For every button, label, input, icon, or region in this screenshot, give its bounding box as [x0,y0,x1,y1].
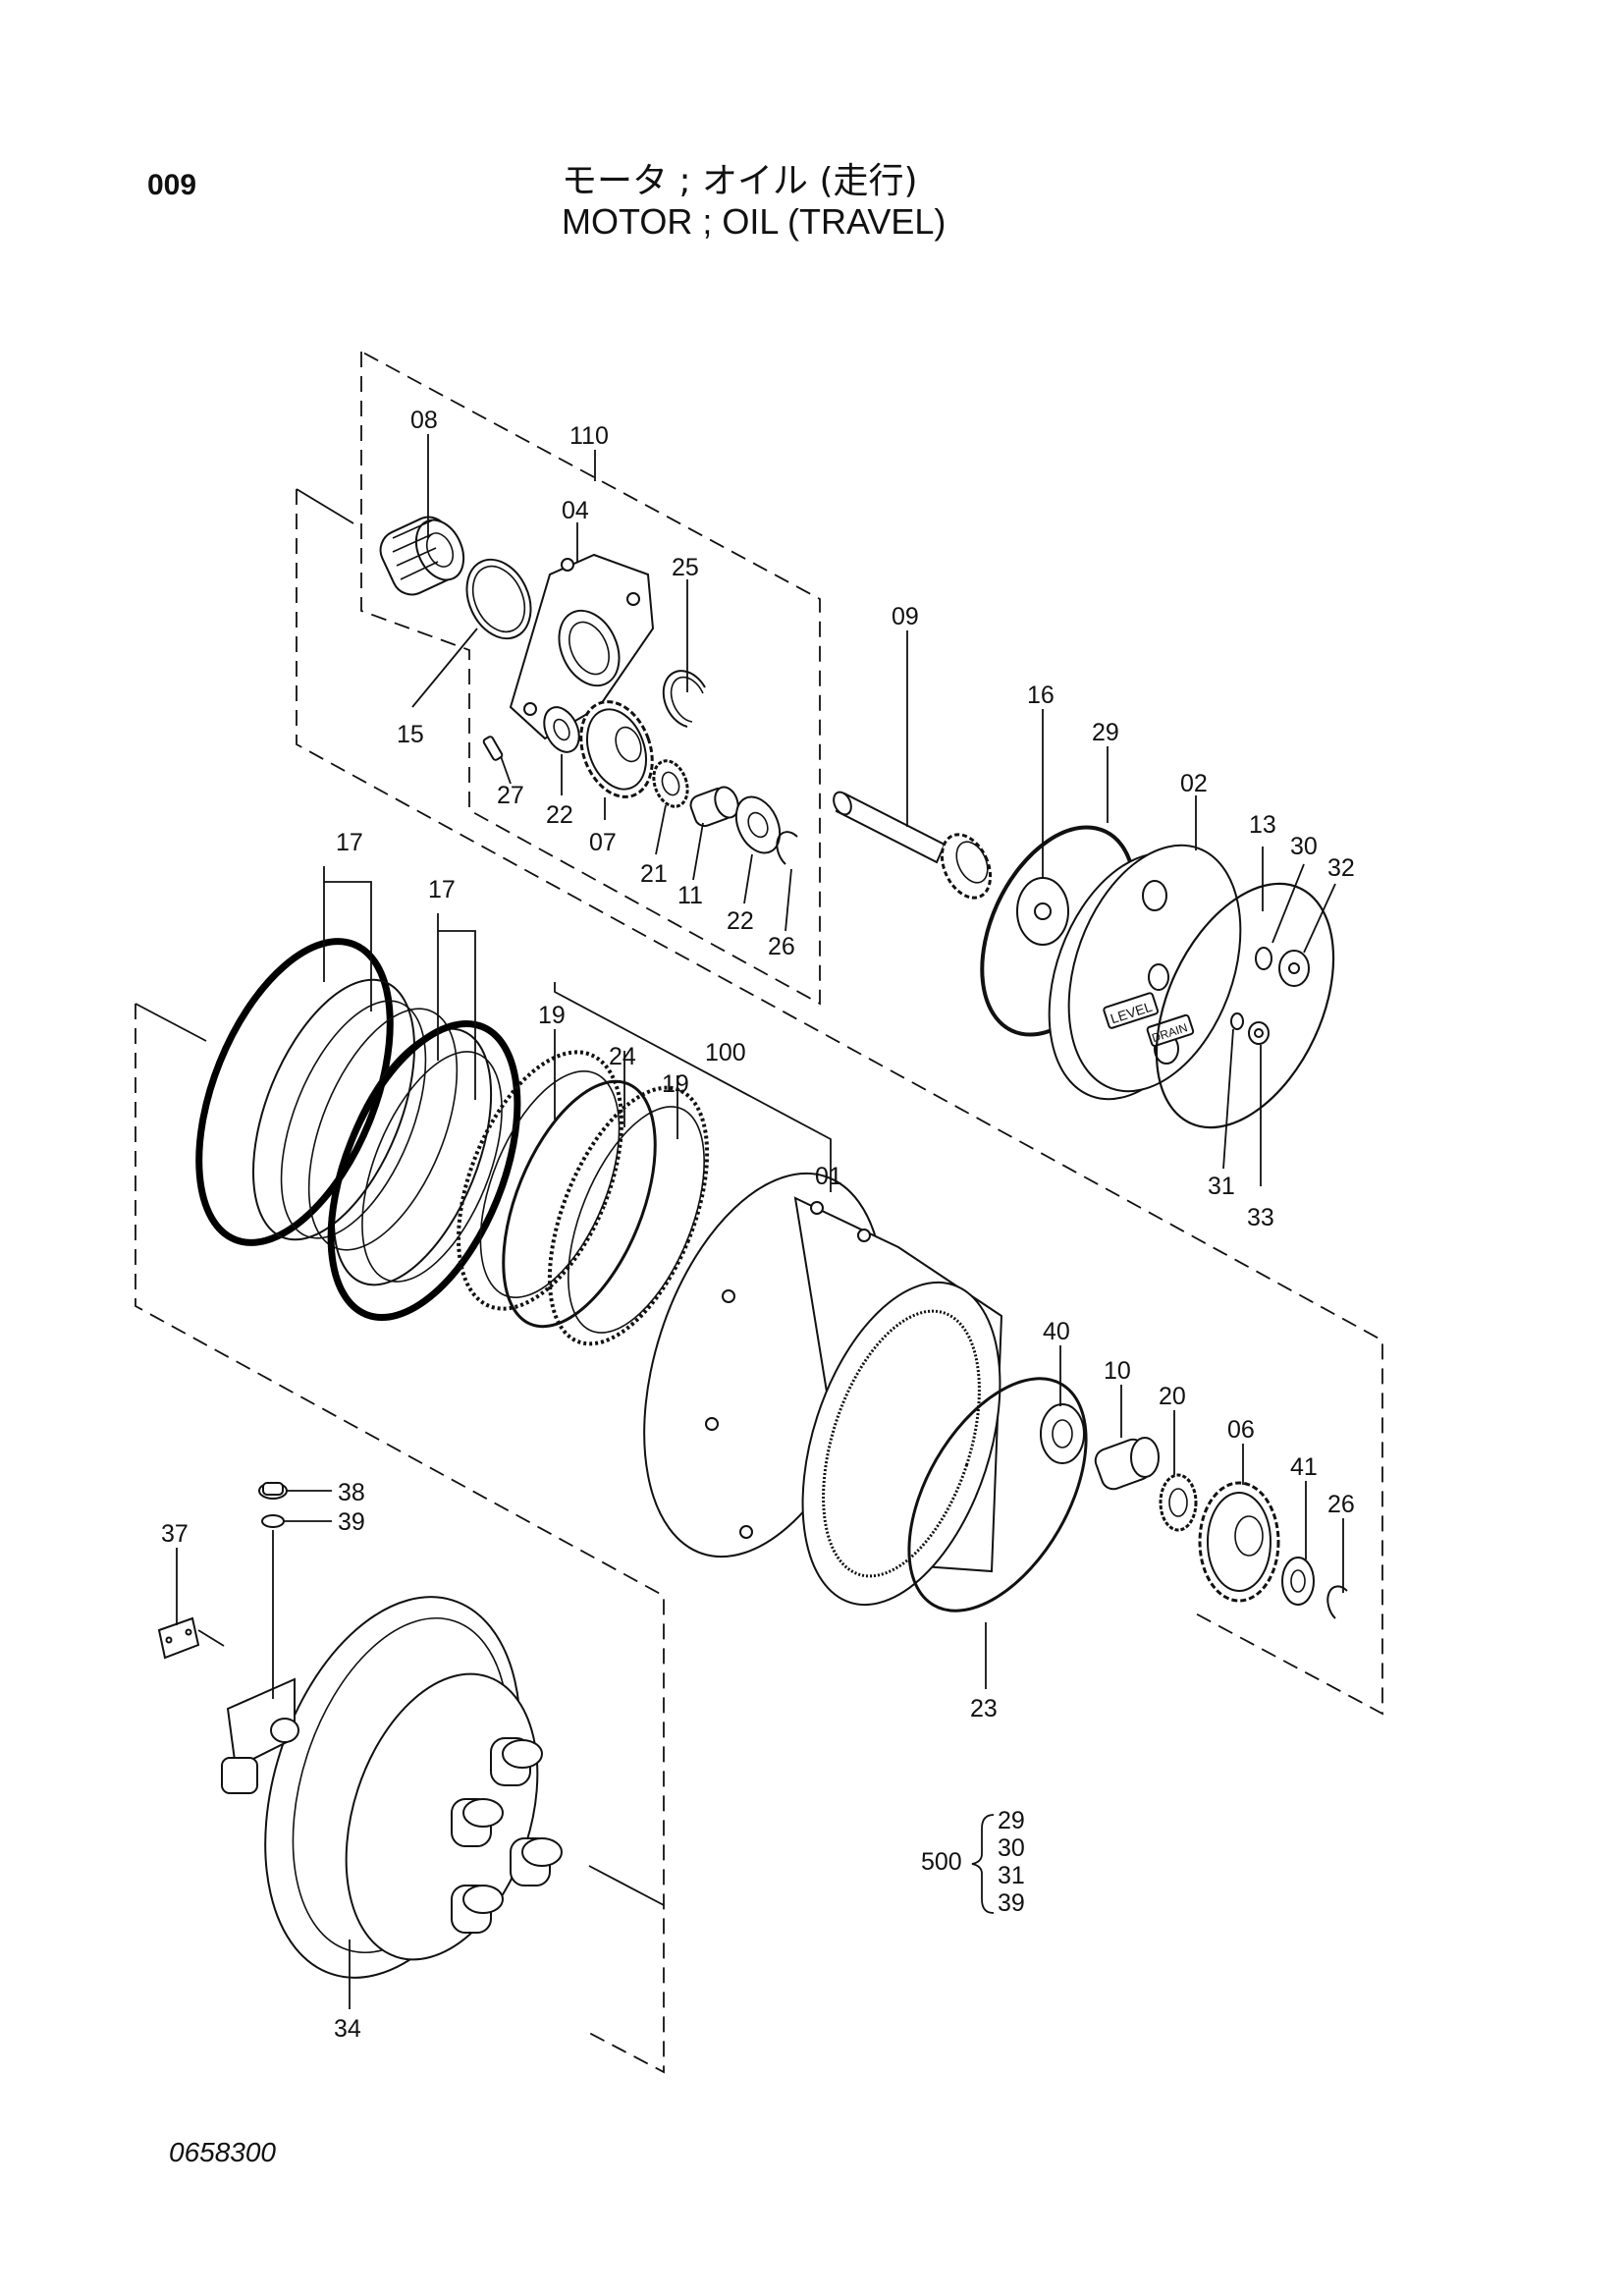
part-27-pin [482,736,504,761]
part-21-needle-bearing [652,759,689,808]
part-33-plug [1248,1021,1270,1045]
callout-22b: 22 [727,907,754,935]
drawing-code: 0658300 [169,2137,277,2167]
part-37-nameplate [157,1616,200,1660]
part-07-gear [579,700,654,798]
callout-06: 06 [1227,1416,1255,1444]
callout-02: 02 [1180,770,1208,797]
part-32-plug [1278,950,1310,987]
kit-number: 500 [921,1848,962,1876]
title-japanese: モータ ; オイル (走行) [562,161,918,201]
part-10-bushing [1094,1437,1160,1491]
callout-40: 40 [1043,1318,1070,1345]
callout-01: 01 [815,1163,842,1190]
title-english: MOTOR ; OIL (TRAVEL) [562,201,947,242]
part-24-retaining-ring [502,1079,657,1329]
callout-26a: 26 [768,933,795,960]
callout-38: 38 [338,1479,365,1506]
callout-41: 41 [1290,1453,1318,1481]
kit-item-4: 39 [998,1889,1025,1917]
part-06-gear [1198,1481,1280,1603]
callout-08: 08 [410,407,438,434]
part-11-bushing [689,786,739,828]
callout-19a: 19 [538,1002,566,1029]
part-09-shaft [833,791,993,900]
part-30-o-ring [1255,947,1272,970]
callout-25: 25 [672,554,699,581]
callout-19b: 19 [662,1070,689,1098]
callout-04: 04 [562,497,589,524]
callout-21: 21 [640,860,668,888]
part-23-snap-ring [907,1377,1088,1613]
part-40-thrust-washer [1040,1403,1085,1464]
kit-item-3: 31 [998,1862,1025,1889]
callout-20: 20 [1159,1383,1186,1410]
callout-31: 31 [1208,1173,1235,1200]
part-22-washer-a [543,706,580,753]
part-19-bearing-a [457,1050,623,1311]
part-19-bearing-b [547,1085,710,1346]
callout-32: 32 [1327,854,1355,882]
leader-lines [176,434,1344,2009]
motor-ports [451,1737,563,1934]
kit-item-2: 30 [998,1834,1025,1862]
group-outline-110 [360,351,821,1006]
part-31-o-ring [1230,1012,1244,1030]
part-17-floating-seal-a [195,938,459,1251]
callout-22a: 22 [546,801,573,829]
callout-labels: 08 110 04 25 09 15 27 22 07 21 11 22 26 … [161,407,1355,2043]
callout-23: 23 [970,1695,998,1722]
part-17-floating-seal-b [327,1019,521,1322]
callout-13: 13 [1249,811,1276,839]
callout-11: 11 [677,882,703,909]
part-08-spline-gear [379,516,465,596]
part-38-plug [258,1482,288,1500]
callout-34: 34 [334,2015,361,2043]
callout-17a: 17 [336,829,363,856]
part-41-washer [1281,1557,1315,1606]
page-number: 009 [147,169,197,201]
callout-17b: 17 [428,876,456,903]
part-13-gasket [1155,882,1335,1129]
part-16-plug [1016,877,1069,946]
callout-33: 33 [1247,1204,1274,1231]
part-20-needle-bearing [1159,1473,1198,1532]
callout-39: 39 [338,1508,365,1536]
part-01-housing [643,1172,1003,1607]
part-02-cover: LEVEL DRAIN [1048,844,1242,1101]
part-22-washer-b [734,795,782,854]
callout-10: 10 [1104,1357,1131,1385]
callout-30: 30 [1290,833,1318,860]
part-26-snap-ring-a [776,831,798,865]
part-25-snap-ring [662,670,706,728]
part-34-travel-motor [221,1596,563,1979]
group-outline-left [135,1003,665,2074]
callout-100: 100 [705,1039,746,1066]
part-15-o-ring [465,558,532,640]
callout-29: 29 [1092,719,1119,746]
callout-07: 07 [589,829,617,856]
callout-16: 16 [1027,682,1055,709]
callout-24: 24 [609,1043,636,1070]
part-04-flange-plate [509,553,655,740]
callout-37: 37 [161,1520,189,1548]
callout-110: 110 [569,422,609,450]
callout-27: 27 [497,782,524,809]
part-39-o-ring [261,1514,285,1528]
kit-item-1: 29 [998,1807,1025,1834]
callout-26b: 26 [1327,1491,1355,1518]
kit-500-callout: 500 29 30 31 39 [921,1807,1025,1917]
callout-15: 15 [397,721,424,748]
part-26-snap-ring-b [1326,1585,1348,1619]
callout-09: 09 [892,603,919,630]
group-outline-main [296,488,1383,1716]
